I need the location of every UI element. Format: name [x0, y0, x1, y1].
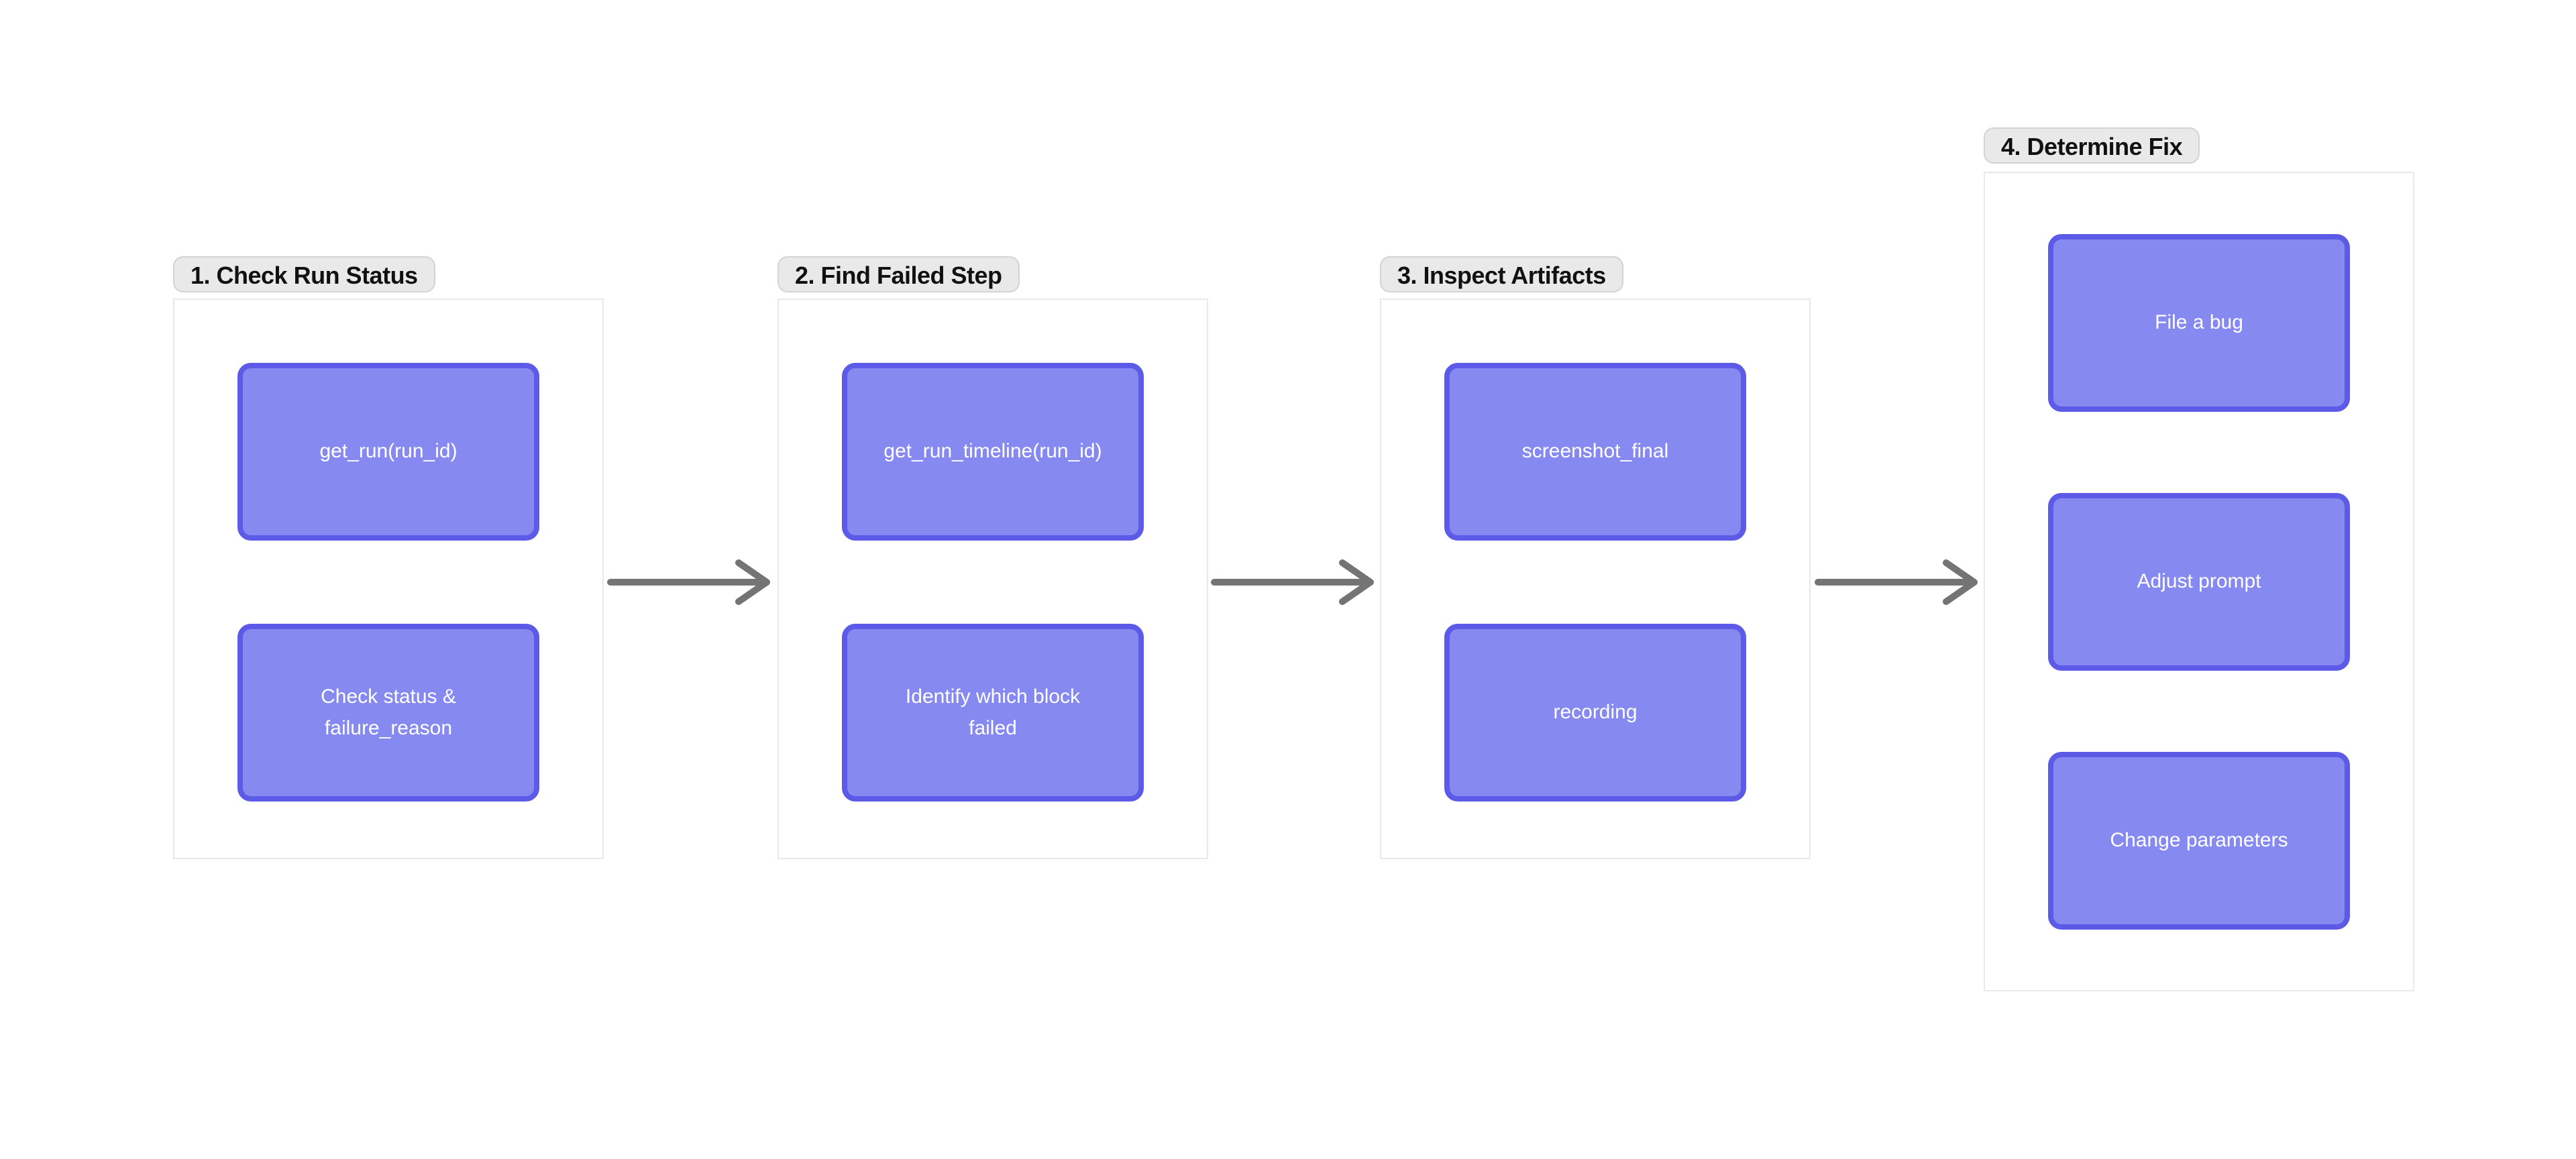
arrow-right-icon — [1211, 559, 1374, 605]
arrow-head — [1339, 559, 1374, 605]
group-label-inspect-artifacts: 3. Inspect Artifacts — [1380, 256, 1623, 292]
group-frame-check-run-status: get_run(run_id) Check status & failure_r… — [173, 298, 604, 859]
arrow-head — [735, 559, 770, 605]
arrow-right-icon — [607, 559, 770, 605]
group-frame-determine-fix: File a bug Adjust prompt Change paramete… — [1984, 172, 2414, 991]
group-label-check-run-status: 1. Check Run Status — [173, 256, 435, 292]
node-change-parameters: Change parameters — [2048, 752, 2350, 930]
node-adjust-prompt: Adjust prompt — [2048, 493, 2350, 671]
node-identify-failed-block: Identify which block failed — [842, 624, 1144, 802]
node-recording: recording — [1444, 624, 1746, 802]
group-label-find-failed-step: 2. Find Failed Step — [777, 256, 1020, 292]
node-get-run-timeline: get_run_timeline(run_id) — [842, 363, 1144, 541]
node-file-a-bug: File a bug — [2048, 234, 2350, 412]
node-check-status-failure-reason: Check status & failure_reason — [237, 624, 539, 802]
node-screenshot-final: screenshot_final — [1444, 363, 1746, 541]
group-frame-inspect-artifacts: screenshot_final recording — [1380, 298, 1811, 859]
arrow-head — [1943, 559, 1978, 605]
arrow-right-icon — [1815, 559, 1978, 605]
group-frame-find-failed-step: get_run_timeline(run_id) Identify which … — [777, 298, 1208, 859]
group-label-determine-fix: 4. Determine Fix — [1984, 127, 2200, 164]
node-get-run: get_run(run_id) — [237, 363, 539, 541]
